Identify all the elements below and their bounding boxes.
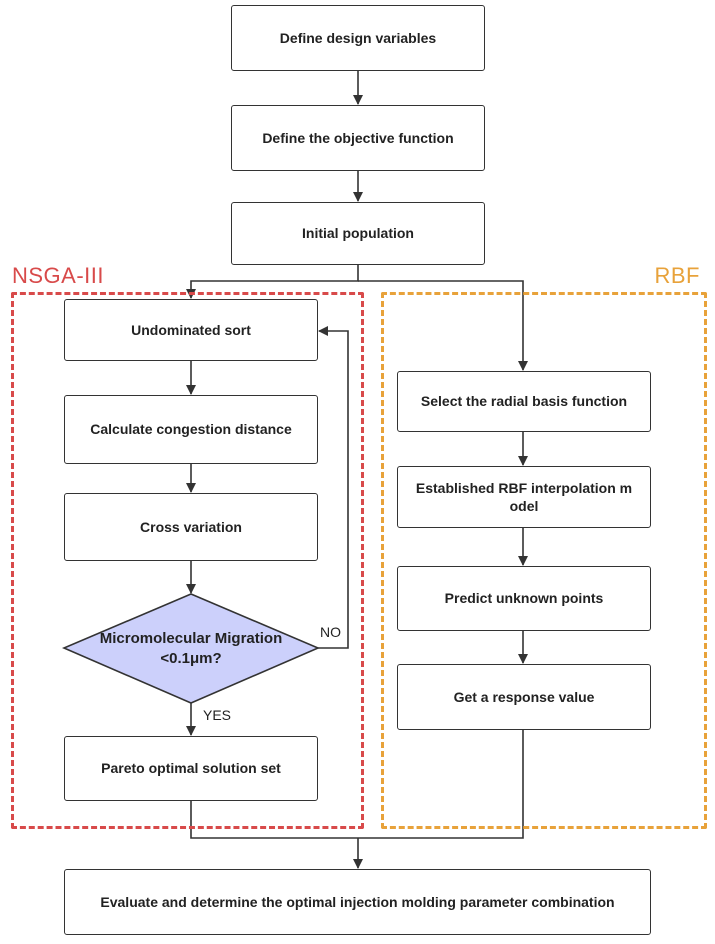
node-calculate-congestion-distance: Calculate congestion distance: [64, 395, 318, 464]
node-initial-population: Initial population: [231, 202, 485, 265]
node-predict-unknown-points: Predict unknown points: [397, 566, 651, 631]
node-evaluate-optimal-combination: Evaluate and determine the optimal injec…: [64, 869, 651, 935]
decision-diamond: [61, 593, 321, 704]
decision-migration-check: Micromolecular Migration <0.1μm?: [66, 596, 316, 702]
node-undominated-sort: Undominated sort: [64, 299, 318, 361]
node-pareto-optimal-solution-set: Pareto optimal solution set: [64, 736, 318, 801]
decision-text-line1: Micromolecular Migration: [99, 629, 283, 647]
edge-decision-no-loop: [318, 326, 349, 649]
edge-label-yes: YES: [203, 707, 232, 723]
node-established-rbf-model: Established RBF interpolation m odel: [397, 466, 651, 528]
edge-label-no: NO: [320, 624, 341, 640]
group-rbf: [381, 292, 707, 829]
node-get-response-value: Get a response value: [397, 664, 651, 730]
group-label-rbf: RBF: [654, 263, 700, 288]
node-cross-variation: Cross variation: [64, 493, 318, 561]
node-define-design-variables: Define design variables: [231, 5, 485, 71]
node-define-objective-function: Define the objective function: [231, 105, 485, 171]
edge-pareto-to-merge: [190, 730, 524, 839]
group-label-nsga-iii: NSGA-III: [12, 263, 105, 288]
edge-population-to-rbf: [358, 280, 528, 371]
decision-text-line2: <0.1μm?: [160, 650, 222, 667]
group-nsga-iii: [11, 292, 364, 829]
edge-population-split: [186, 265, 359, 299]
node-select-radial-basis-function: Select the radial basis function: [397, 371, 651, 432]
